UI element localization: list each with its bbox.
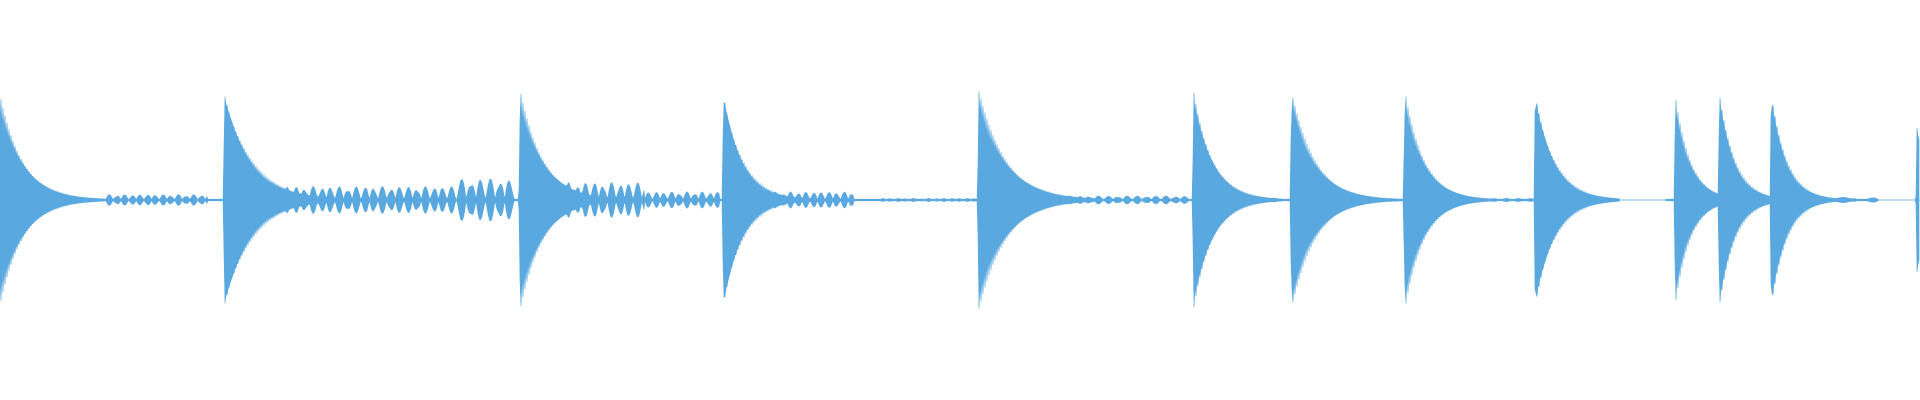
- waveform-path: [0, 91, 1920, 309]
